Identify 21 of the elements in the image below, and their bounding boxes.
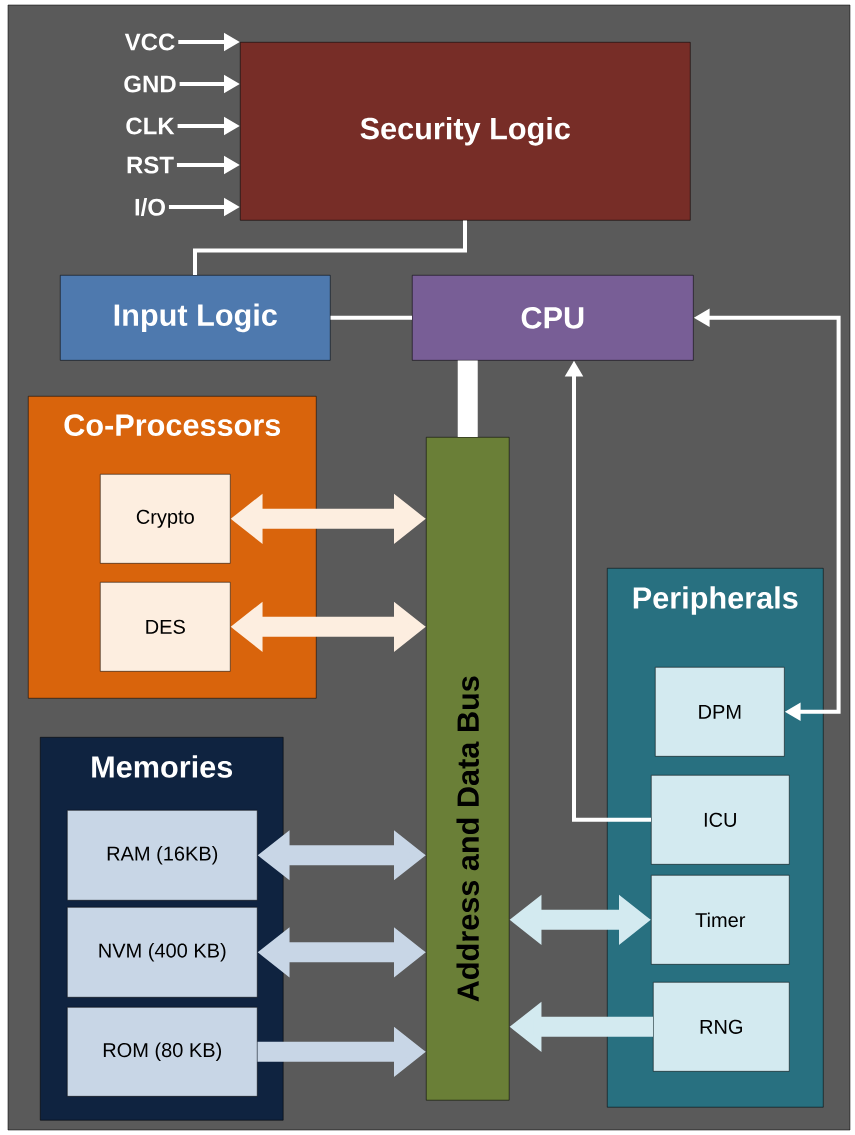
pin-label: VCC [124,33,175,51]
pin-label: CLK [126,117,175,135]
bus-bar: Address and Data Bus [426,437,510,1101]
block-box: Input Logic [60,275,331,361]
block-box: ROM (80 KB) [67,1007,258,1097]
block-box: RNG [653,982,790,1072]
pin-label: I/O [135,198,165,216]
block-box: Crypto [100,474,231,564]
block-box: Timer [651,875,790,965]
block-box: DES [100,582,231,672]
block-box: Security Logic [240,42,691,221]
block-box: NVM (400 KB) [67,907,258,998]
block-box: CPU [412,275,694,361]
pin-label: RST [127,156,174,174]
bus-connector [457,360,478,437]
connector-line [193,220,467,275]
block-box: RAM (16KB) [67,810,258,901]
connector-line [330,315,412,320]
pin-label: GND [124,75,176,93]
block-box: DPM [655,667,785,757]
block-box: ICU [651,775,790,865]
